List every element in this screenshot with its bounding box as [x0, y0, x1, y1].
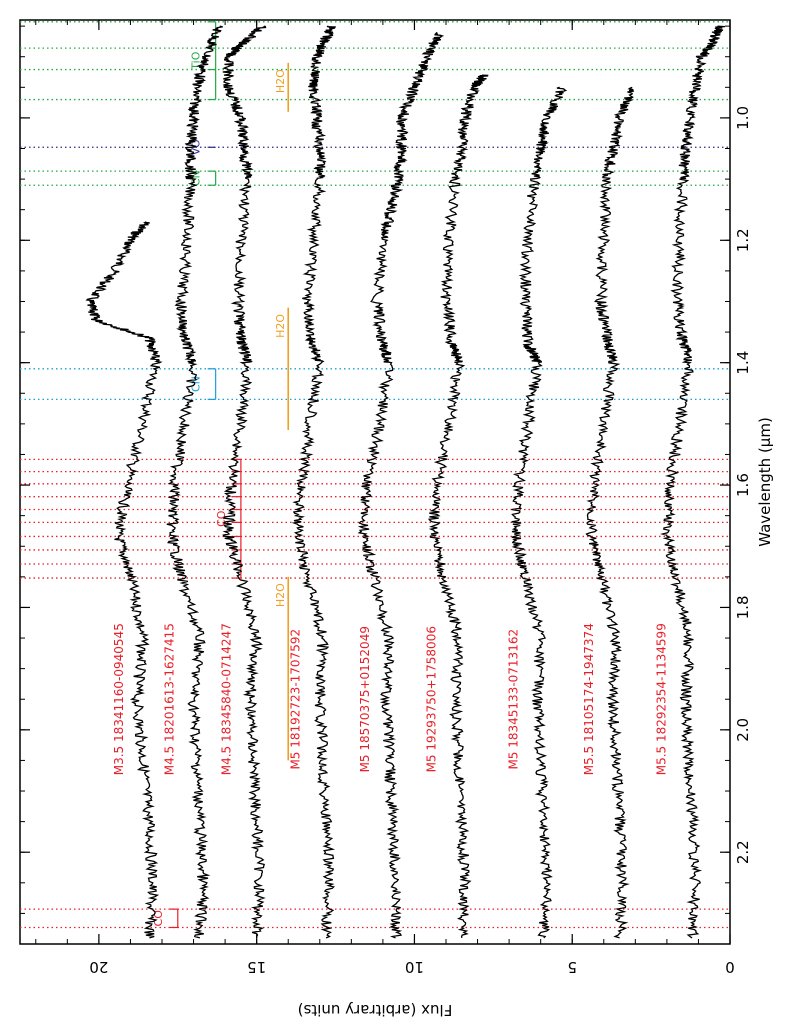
x-tick-label: 1.8: [734, 596, 752, 620]
feature-label: H2O: [274, 583, 287, 607]
spectrum-line: [511, 86, 568, 939]
series-label: M5 18570375+0152049: [358, 626, 372, 772]
series-labels: M3.5 18341160-0940545 M4.5 18201613-16274…: [112, 623, 669, 775]
feature-label: H2O: [274, 314, 287, 338]
x-tick-label: 2.0: [734, 718, 752, 742]
feature-label: CO: [152, 910, 165, 927]
spectrum-line: [85, 221, 163, 939]
series-label: M3.5 18341160-0940545: [112, 623, 126, 775]
x-tick-label: 2.2: [734, 840, 752, 864]
series-label: M5.5 18292354-1134599: [655, 623, 669, 775]
spectrum-line: [357, 31, 445, 939]
spectrum-line: [427, 74, 489, 938]
feature-label: CN: [190, 376, 203, 392]
spectrum-line: [291, 25, 336, 939]
series-label: M5 18345133-0713162: [506, 629, 520, 770]
series-label: M5 19293750+1758006: [424, 626, 438, 772]
x-axis-ticks: 1.0 1.2 1.4 1.6 1.8 2.0 2.2: [20, 25, 752, 945]
spectrum-line: [166, 25, 223, 939]
plot-frame: [19, 19, 731, 945]
x-axis-label: Wavelength (μm): [756, 417, 774, 547]
x-tick-label: 1.0: [734, 106, 752, 130]
y-tick-label: 0: [725, 958, 735, 976]
series-label: M4.5 18345840-0714247: [219, 623, 233, 775]
y-tick-label: 15: [247, 958, 266, 976]
x-tick-label: 1.6: [734, 473, 752, 497]
series-label: M4.5 18201613-1627415: [162, 623, 176, 775]
y-tick-label: 20: [89, 958, 108, 976]
spectra-series: [85, 25, 726, 939]
y-tick-label: 5: [567, 958, 577, 976]
y-axis-ticks: 0 5 10 15 20: [35, 20, 735, 976]
spectrum-line: [660, 25, 726, 939]
series-label: M5.5 18105174-1947374: [582, 623, 596, 775]
y-axis-label: Flux (arbitrary units): [298, 1001, 453, 1019]
feature-label: VO: [190, 139, 203, 155]
spectrum-line: [222, 25, 267, 938]
x-tick-label: 1.2: [734, 228, 752, 252]
x-tick-label: 1.4: [734, 351, 752, 375]
y-tick-label: 10: [405, 958, 424, 976]
spectrum-line: [585, 86, 634, 939]
series-label: M5 18192723-1707592: [289, 629, 303, 770]
feature-label: H2O: [274, 69, 287, 93]
